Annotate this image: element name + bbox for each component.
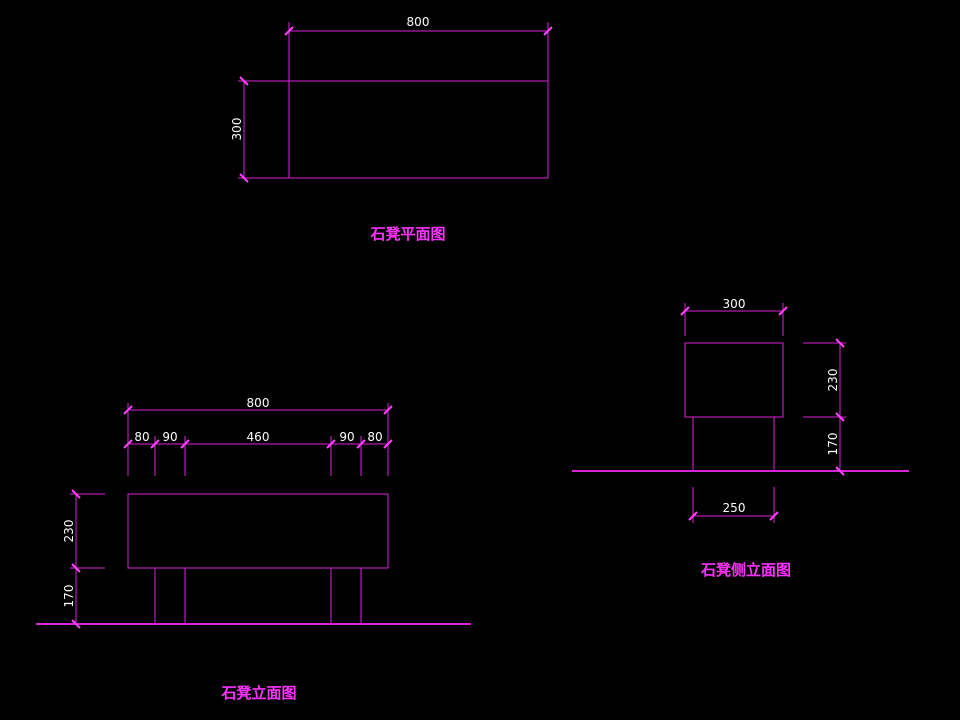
front-elevation-view: 800 80 90 460 90 80: [36, 396, 471, 702]
front-segment-dimensions: 80 90 460 90 80: [123, 430, 393, 476]
front-total-label: 800: [247, 396, 270, 410]
plan-depth-label: 300: [230, 118, 244, 141]
side-leg-span-label: 250: [723, 501, 746, 515]
plan-outline: [288, 80, 549, 179]
side-width-dimension: 300: [680, 297, 788, 336]
side-height-dimensions: 230 170: [803, 338, 846, 476]
front-segment-label: 90: [339, 430, 354, 444]
front-segment-label: 80: [134, 430, 149, 444]
front-elevation-title: 石凳立面图: [220, 684, 296, 702]
plan-title: 石凳平面图: [369, 225, 445, 243]
front-seat-slab: [127, 493, 389, 569]
side-leg-block: [692, 416, 775, 472]
plan-depth-dimension: 300: [230, 76, 289, 183]
front-total-dimension: 800: [123, 396, 393, 476]
front-segment-label: 460: [247, 430, 270, 444]
side-elevation-title: 石凳侧立面图: [700, 561, 791, 579]
plan-view: 800 300 石凳平面图: [230, 15, 553, 243]
front-left-leg: [154, 567, 186, 625]
side-leg-span-dimension: 250: [688, 487, 779, 523]
front-segment-label: 80: [367, 430, 382, 444]
side-seat-slab: [684, 342, 784, 418]
front-seat-height-label: 230: [62, 520, 76, 543]
plan-width-label: 800: [407, 15, 430, 29]
front-right-leg: [330, 567, 362, 625]
side-width-label: 300: [723, 297, 746, 311]
side-leg-height-label: 170: [826, 433, 840, 456]
side-elevation-view: 300 230 170 250 石凳侧立面图: [572, 297, 909, 579]
front-segment-label: 90: [162, 430, 177, 444]
plan-width-dimension: 800: [284, 15, 553, 81]
front-leg-height-label: 170: [62, 585, 76, 608]
front-height-dimensions: 230 170: [62, 489, 105, 629]
side-seat-height-label: 230: [826, 369, 840, 392]
